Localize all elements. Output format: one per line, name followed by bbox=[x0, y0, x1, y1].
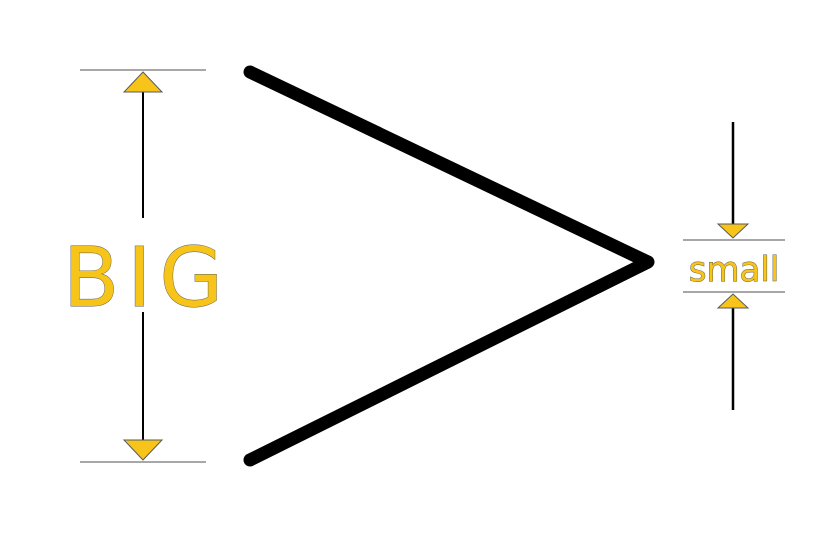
small-dimension: small bbox=[683, 122, 785, 410]
arrow-down-icon bbox=[716, 223, 750, 239]
arrow-down-icon bbox=[122, 439, 164, 461]
arrow-up-icon bbox=[716, 293, 750, 309]
big-dimension: BIG bbox=[63, 69, 231, 463]
greater-than-symbol bbox=[243, 65, 655, 467]
big-label: BIG bbox=[63, 231, 231, 326]
small-label: small bbox=[689, 250, 780, 290]
arrow-up-icon bbox=[122, 71, 164, 93]
